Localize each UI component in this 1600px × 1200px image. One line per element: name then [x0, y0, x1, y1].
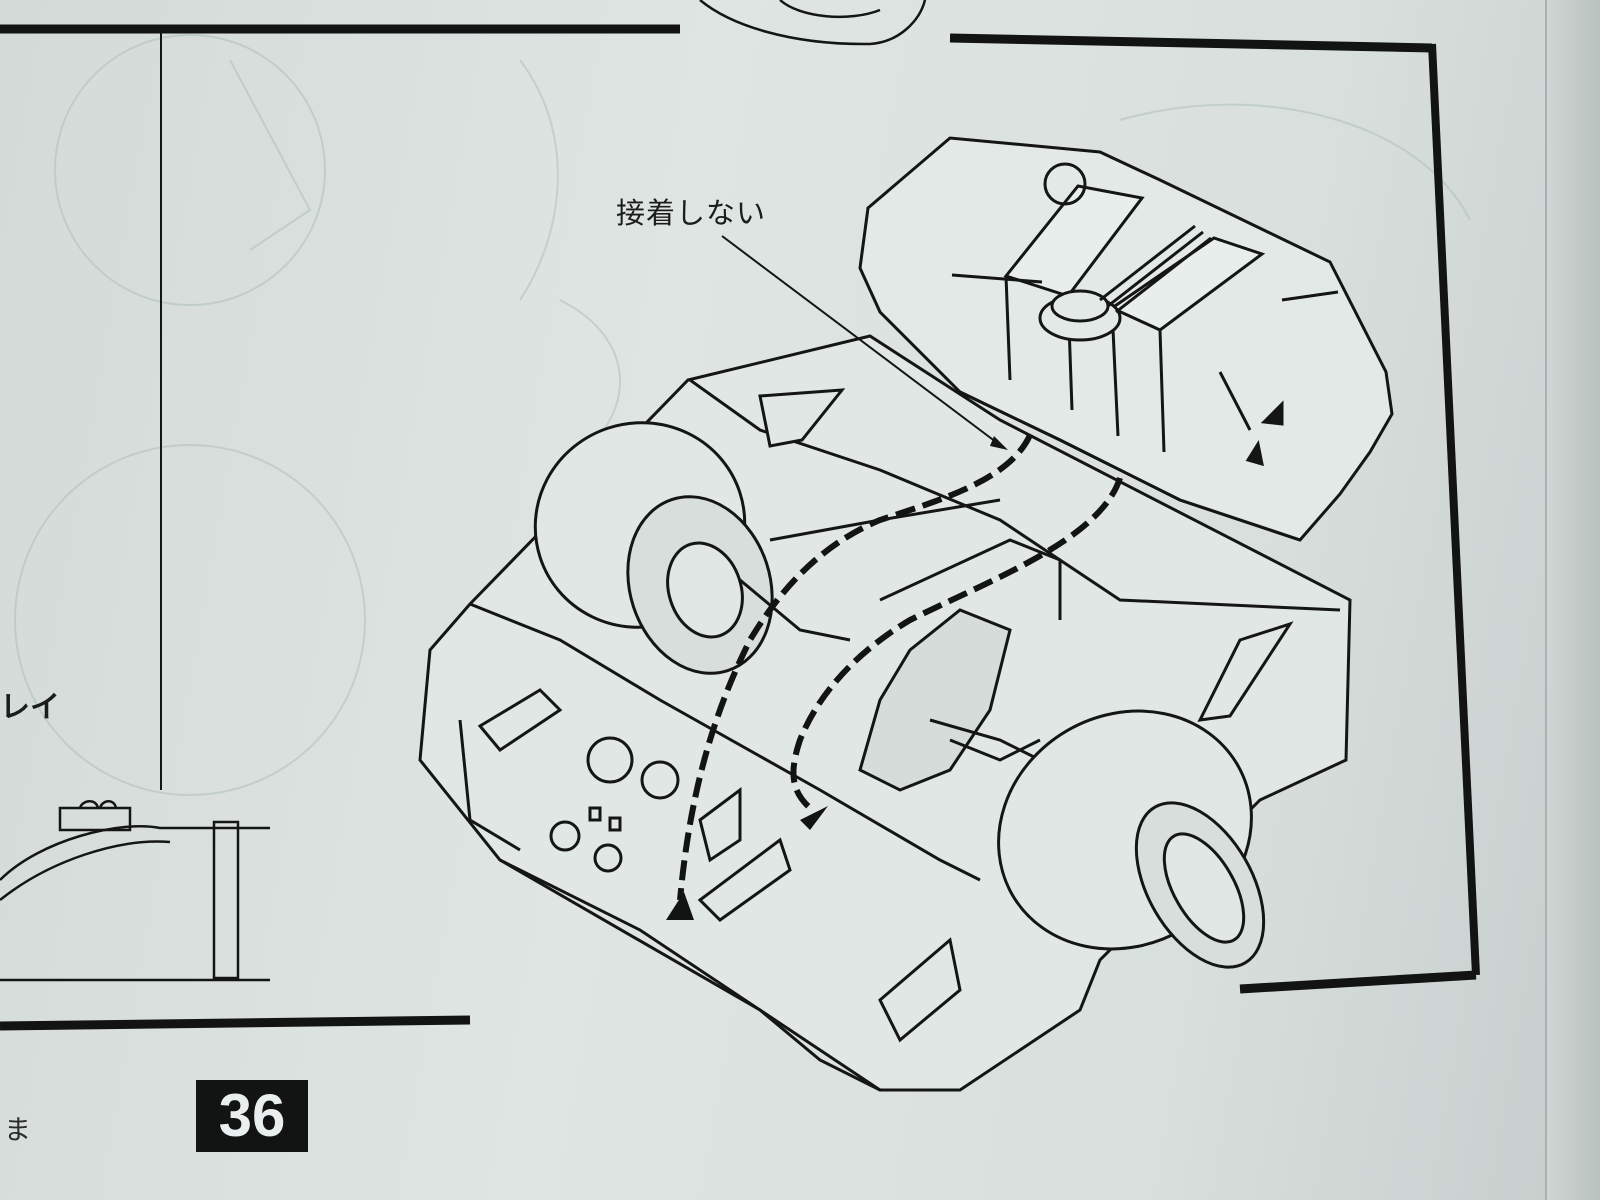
dashed-arrow: [677, 433, 1123, 901]
arrow-head-left: [666, 892, 694, 920]
next-page-edge: [1545, 0, 1600, 1200]
left-panel-frame: [0, 24, 680, 1031]
no-glue-callout: 接着しない: [616, 196, 767, 230]
callout-leader: [721, 235, 1001, 446]
fuel-tank: [858, 136, 1394, 542]
arrow-head-right: [800, 806, 828, 830]
top-part-fragment: [699, 0, 927, 46]
step-number-badge: 36: [196, 1080, 308, 1152]
bottom-left-text-fragment: ま: [4, 1115, 31, 1146]
left-panel-part-sketch: [0, 800, 270, 982]
right-panel-frame: [949, 33, 1480, 994]
callout-arrowhead: [990, 436, 1008, 450]
left-panel-text-fragment: レイ: [0, 690, 60, 725]
chassis: [418, 334, 1352, 1092]
